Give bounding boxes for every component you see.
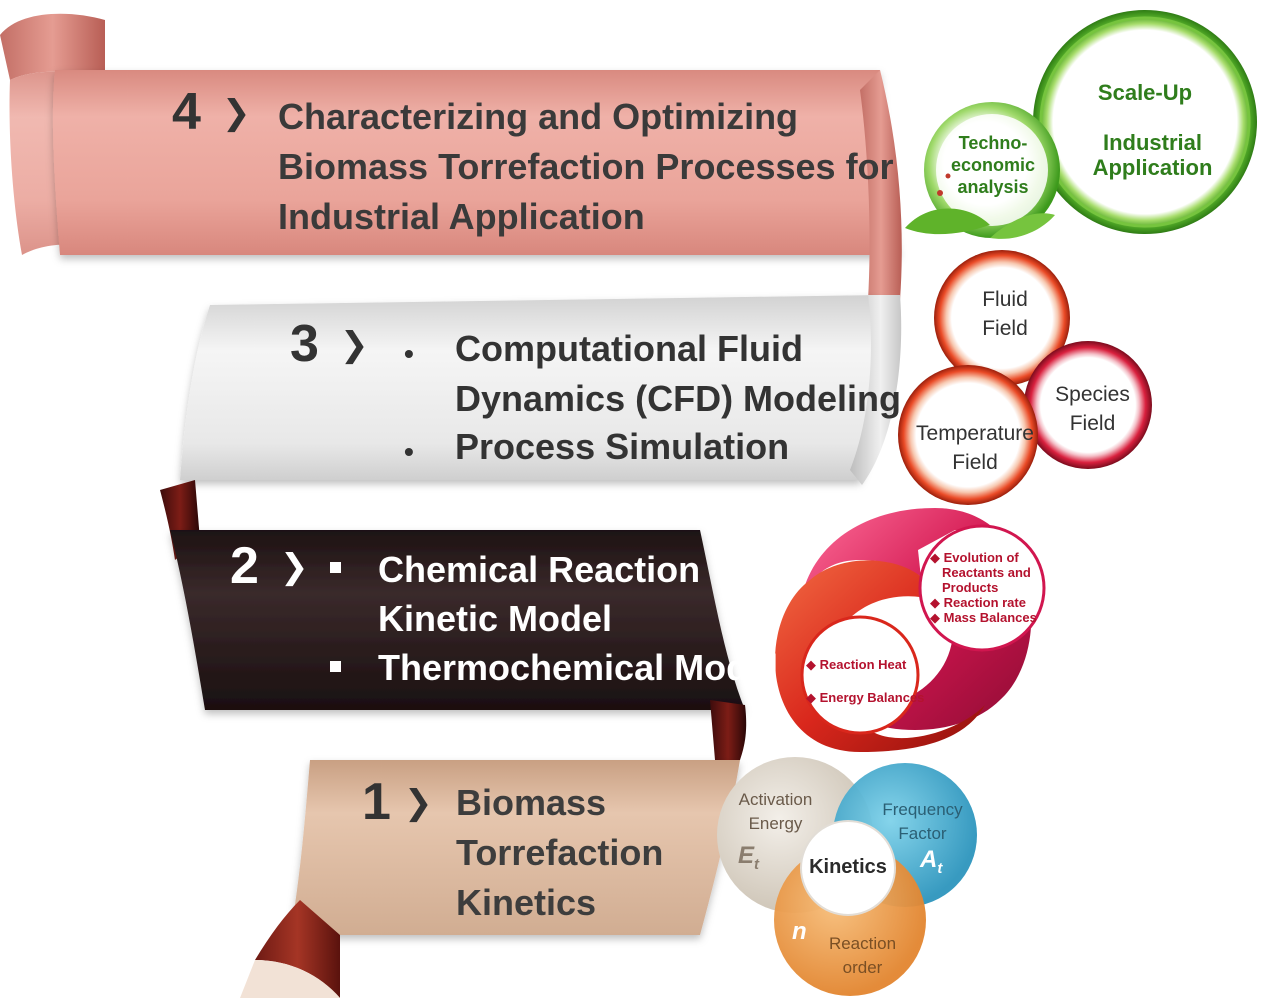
step-1-line-3: Kinetics <box>456 882 597 923</box>
frequency-factor-label: Frequency Factor <box>875 798 970 846</box>
step-2-item-2: Thermochemical Model <box>378 647 779 688</box>
chevron-right-icon: ❯ <box>404 784 433 822</box>
kinetics-venn <box>717 757 977 996</box>
diamond-bullet-icon: ◆ <box>930 595 944 610</box>
diamond-bullet-icon: ◆ <box>806 657 820 672</box>
ribbon-step-1 <box>240 760 740 998</box>
reaction-upper-item: Reactants and <box>942 565 1031 580</box>
species-field-label: Species Field <box>1045 380 1140 438</box>
activation-line-1: Activation <box>738 790 813 809</box>
step-2-number: 2 <box>230 537 259 595</box>
step-2-item-1-line-2: Kinetic Model <box>378 598 613 639</box>
fluid-line-2: Field <box>982 317 1028 340</box>
techno-line-3: analysis <box>957 177 1029 197</box>
temperature-field-circle <box>898 365 1038 505</box>
techno-line-1: Techno- <box>958 133 1028 153</box>
fluid-line-1: Fluid <box>982 288 1028 311</box>
activation-energy-label: Activation Energy <box>728 788 823 836</box>
industrial-circles <box>905 10 1257 239</box>
temperature-field-label: Temperature Field <box>915 419 1035 477</box>
chevron-right-icon: ❯ <box>222 94 251 132</box>
kinetics-center-label: Kinetics <box>809 856 887 878</box>
species-line-1: Species <box>1055 383 1130 406</box>
step-3-number: 3 <box>290 315 319 373</box>
frequency-factor-symbol: At <box>920 846 943 877</box>
techno-line-2: economic <box>950 155 1036 175</box>
step-3-item-2: Process Simulation <box>455 426 790 467</box>
step-1-number: 1 <box>362 773 391 831</box>
fluid-field-circle <box>934 250 1070 386</box>
step-2-item-1-line-1: Chemical Reaction <box>378 549 701 590</box>
temperature-line-2: Field <box>952 451 998 474</box>
reaction-lower-item: ◆ Energy Balances <box>806 690 925 705</box>
techno-economic-label: Techno- economic analysis <box>948 132 1038 198</box>
temperature-line-1: Temperature <box>916 422 1034 445</box>
reaction-lower-item: ◆ Reaction Heat <box>806 657 907 672</box>
bullet-dot: • <box>404 436 414 467</box>
reaction-upper-item: ◆ Reaction rate <box>930 595 1026 610</box>
diamond-bullet-icon: ◆ <box>930 550 944 565</box>
ribbon-step-2 <box>170 530 747 760</box>
fluid-field-label: Fluid Field <box>960 285 1050 343</box>
step-4-line-2: Biomass Torrefaction Processes for <box>278 146 894 187</box>
diamond-bullet-icon: ◆ <box>930 610 944 625</box>
industrial-line-2: Application <box>1092 155 1213 180</box>
step-1-line-2: Torrefaction <box>456 832 664 873</box>
industrial-application-label: Industrial Application <box>1090 130 1215 180</box>
step-4-line-3: Industrial Application <box>278 196 645 237</box>
chevron-right-icon: ❯ <box>340 326 369 364</box>
activation-energy-symbol: Et <box>738 842 760 873</box>
ribbon-step-3 <box>160 295 902 560</box>
bullet-dot: • <box>404 338 414 369</box>
reaction-upper-item: Products <box>942 580 999 595</box>
step-1-line-1: Biomass <box>456 782 607 823</box>
scale-up-circle <box>1033 10 1257 234</box>
frequency-line-2: Factor <box>898 824 947 843</box>
step-3-item-1-line-2: Dynamics (CFD) Modeling <box>455 378 902 419</box>
step-4-number: 4 <box>172 83 201 141</box>
frequency-line-1: Frequency <box>882 800 963 819</box>
leaf-icon <box>905 208 990 235</box>
field-circles <box>898 250 1152 505</box>
step-3-item-1-line-1: Computational Fluid <box>455 328 803 369</box>
order-line-1: Reaction <box>828 934 897 953</box>
order-line-2: order <box>842 958 883 977</box>
activation-line-2: Energy <box>748 814 803 833</box>
industrial-line-1: Industrial <box>1102 130 1202 155</box>
bullet-square <box>330 562 341 573</box>
scale-up-label: Scale-Up <box>1097 80 1193 105</box>
reaction-swirl <box>775 508 1046 752</box>
diamond-bullet-icon: ◆ <box>806 690 820 705</box>
reaction-upper-item: ◆ Mass Balances <box>930 610 1037 625</box>
reaction-upper-list: ◆ Evolution of Reactants and Products ◆ … <box>930 550 1040 625</box>
chevron-right-icon: ❯ <box>280 548 309 586</box>
leaf-icon <box>990 213 1055 239</box>
ribbon-step-4 <box>0 13 902 300</box>
bullet-square <box>330 661 341 672</box>
species-field-circle <box>1024 341 1152 469</box>
species-line-2: Field <box>1069 412 1116 435</box>
reaction-lower-list: ◆ Reaction Heat ◆ Energy Balances <box>806 648 926 714</box>
reaction-upper-item: ◆ Evolution of <box>930 550 1019 565</box>
reaction-order-label: Reaction order <box>820 932 905 980</box>
reaction-order-symbol: n <box>792 918 807 945</box>
step-4-line-1: Characterizing and Optimizing <box>278 96 799 137</box>
kinetics-center-circle <box>800 820 896 916</box>
